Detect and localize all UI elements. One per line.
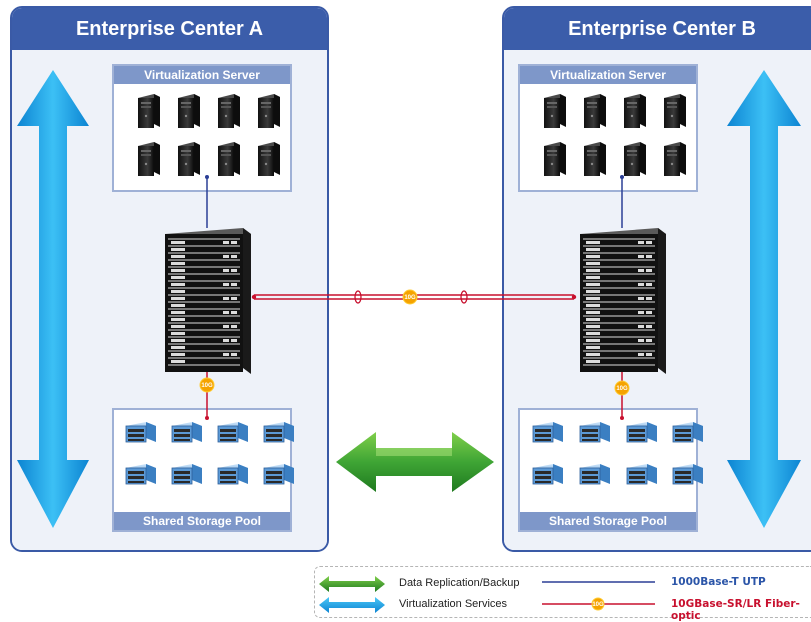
server-icon [138,94,160,128]
legend-fiber-label: 10GBase-SR/LR Fiber-optic [671,598,800,622]
svg-text:10G: 10G [616,386,628,392]
legend-replication-label: Data Replication/Backup [399,577,520,589]
svg-text:10G: 10G [404,295,416,301]
server-icon [544,94,566,128]
switch-stack-a [165,228,251,374]
virtualization-server-label-a: Virtualization Server [114,66,290,84]
virtualization-arrow-b [727,70,801,528]
legend-fiber-badge-icon [591,597,605,611]
storage-unit-icon [125,464,156,485]
server-icon [178,142,200,176]
storage-units-a [125,422,294,485]
virtualization-servers-a [138,94,280,176]
server-icon [624,142,646,176]
shared-storage-label-a: Shared Storage Pool [114,512,290,530]
storage-unit-icon [171,422,202,443]
storage-unit-icon [579,464,610,485]
legend-replication-arrow-icon [319,576,385,592]
badge-10g-b: 10G [614,380,630,396]
storage-unit-icon [579,422,610,443]
storage-unit-icon [125,422,156,443]
svg-text:10G: 10G [201,383,213,389]
switch-stack-b [580,228,666,374]
fiber-port-storage-a [205,416,209,420]
utp-port-b [620,175,624,179]
center-b-title: Enterprise Center B [504,8,811,50]
server-icon [138,142,160,176]
server-icon [218,94,240,128]
storage-unit-icon [672,422,703,443]
virtualization-server-label-b: Virtualization Server [520,66,696,84]
storage-unit-icon [263,464,294,485]
fiber-port-storage-b [620,416,624,420]
badge-10g-a: 10G [199,377,215,393]
server-icon [178,94,200,128]
server-icon [624,94,646,128]
server-icon [258,142,280,176]
storage-unit-icon [532,464,563,485]
storage-unit-icon [217,422,248,443]
legend: 10G Data Replication/Backup Virtualizati… [314,566,811,622]
server-icon [584,94,606,128]
legend-utp-label: 1000Base-T UTP [671,576,766,588]
legend-symbols: 10G [319,576,655,613]
server-icon [584,142,606,176]
center-a-title: Enterprise Center A [12,8,327,50]
utp-port-a [205,175,209,179]
storage-unit-icon [672,464,703,485]
storage-unit-icon [263,422,294,443]
server-icon [544,142,566,176]
server-icon [664,94,686,128]
shared-storage-label-b: Shared Storage Pool [520,512,696,530]
virtualization-arrow-a [17,70,89,528]
storage-unit-icon [171,464,202,485]
server-icon [664,142,686,176]
virtualization-servers-b [544,94,686,176]
storage-unit-icon [626,422,657,443]
replication-arrow [336,432,494,492]
storage-unit-icon [217,464,248,485]
storage-unit-icon [626,464,657,485]
legend-virtualization-label: Virtualization Services [399,598,508,610]
badge-10g-intersite: 10G [402,289,418,305]
storage-units-b [532,422,703,485]
storage-unit-icon [532,422,563,443]
legend-virtualization-arrow-icon [319,597,385,613]
server-icon [258,94,280,128]
server-icon [218,142,240,176]
svg-text:10G: 10G [592,602,604,608]
